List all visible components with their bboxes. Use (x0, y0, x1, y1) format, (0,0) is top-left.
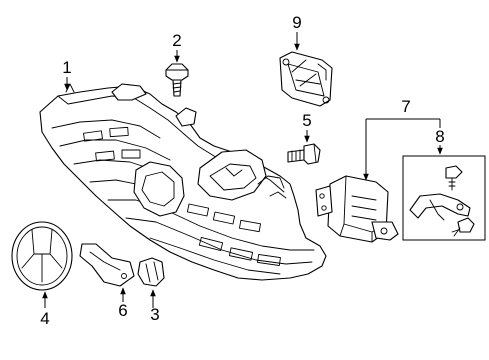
grille-frame (39, 83, 327, 281)
bolt (165, 63, 189, 97)
screw (287, 143, 321, 165)
callout-6: 6 (118, 301, 127, 320)
callout-7: 7 (401, 97, 410, 116)
bracket-small (79, 243, 135, 287)
callout-8: 8 (435, 127, 444, 146)
kit-box (402, 155, 486, 241)
callout-9: 9 (292, 13, 301, 32)
emblem (11, 221, 73, 291)
callout-2: 2 (172, 31, 181, 50)
leader-lines (42, 32, 443, 308)
callout-5: 5 (302, 111, 311, 130)
callout-3: 3 (150, 305, 159, 324)
sensor-bracket (279, 51, 333, 107)
mounting-kit (409, 165, 475, 237)
callout-4: 4 (40, 309, 49, 328)
callout-1: 1 (62, 58, 71, 77)
clip (137, 257, 165, 287)
radar-sensor-assembly (315, 175, 399, 243)
